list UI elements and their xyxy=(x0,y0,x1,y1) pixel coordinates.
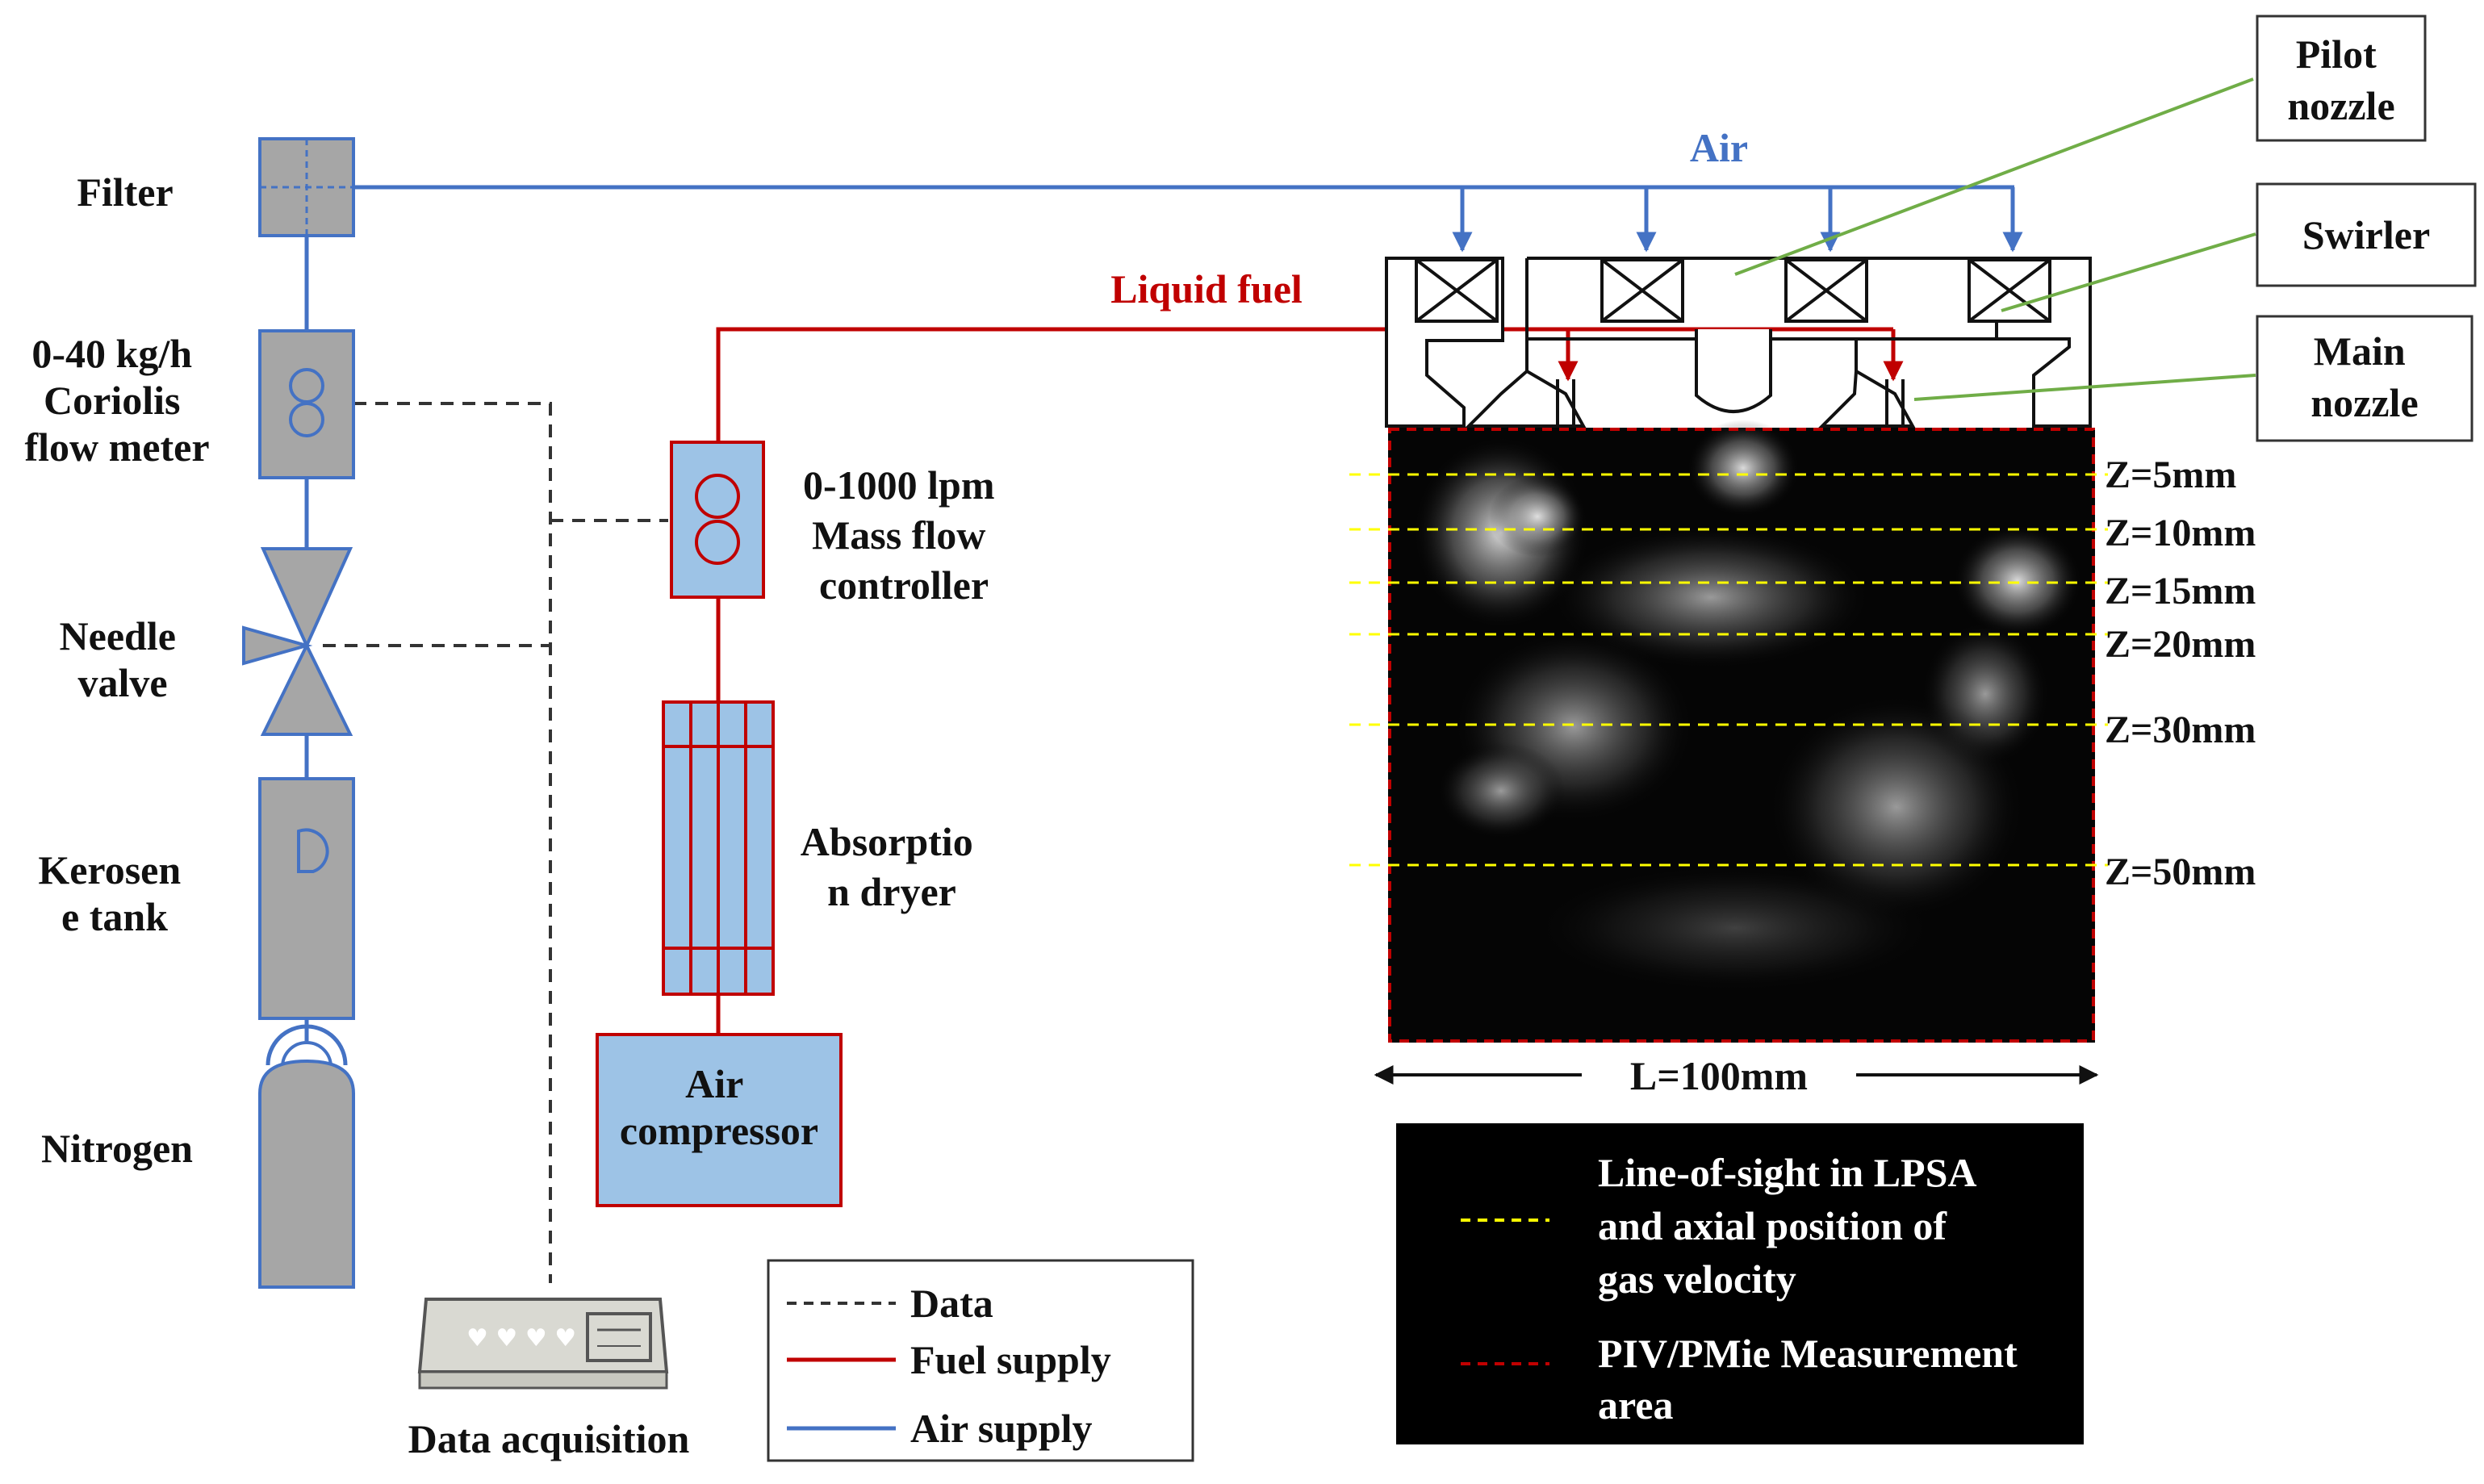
data-acquisition-icon: ♥ ♥ ♥ ♥ xyxy=(417,1298,669,1390)
filter xyxy=(258,137,355,237)
axial-position-labels: Z=5mm Z=10mm Z=15mm Z=20mm Z=30mm Z=50mm xyxy=(2105,454,2256,893)
air-supply-lines xyxy=(304,185,2023,1041)
spray-image xyxy=(1412,420,2082,993)
swirler-callout: Swirler xyxy=(2302,212,2430,257)
flow-meter-icon xyxy=(289,368,324,437)
width-label: L=100mm xyxy=(1630,1053,1808,1098)
z-label: Z=5mm xyxy=(2105,454,2236,496)
mass-flow-controller-label: 0-1000 lpm Mass flow controller xyxy=(803,462,1005,608)
air-compressor-label: Air compressor xyxy=(620,1061,818,1153)
needle-valve-icon xyxy=(242,547,353,736)
data-lines xyxy=(323,402,668,1283)
width-dimension: L=100mm xyxy=(1374,1053,2099,1098)
svg-text:♥ ♥ ♥ ♥: ♥ ♥ ♥ ♥ xyxy=(466,1324,576,1352)
z-label: Z=10mm xyxy=(2105,512,2256,554)
z-label: Z=30mm xyxy=(2105,709,2256,751)
absorption-dryer-label: Absorptio n dryer xyxy=(801,819,983,914)
filter-label: Filter xyxy=(77,169,173,215)
z-label: Z=20mm xyxy=(2105,623,2256,666)
dryer-icon xyxy=(662,700,775,996)
piv-legend-label: PIV/PMie Measurement area xyxy=(1598,1331,2027,1428)
measurement-area xyxy=(1388,420,2095,1043)
needle-valve-label: Needle valve xyxy=(60,613,186,705)
kerosene-tank xyxy=(258,777,355,1020)
legend-data: Data xyxy=(910,1281,993,1326)
mass-flow-controller-icon xyxy=(670,441,765,599)
los-legend-label: Line-of-sight in LPSA and axial position… xyxy=(1598,1150,1984,1302)
legend-air-supply: Air supply xyxy=(910,1406,1093,1451)
kerosene-tank-label: Kerosen e tank xyxy=(38,847,190,939)
callout-lines xyxy=(1734,77,2256,401)
air-flow-label: Air xyxy=(1690,125,1748,170)
legend-fuel-supply: Fuel supply xyxy=(910,1337,1111,1382)
z-label: Z=50mm xyxy=(2105,851,2256,893)
coriolis-label: 0-40 kg/h Coriolis flow meter xyxy=(24,331,209,470)
callout-boxes: Pilot nozzle Swirler Main nozzle xyxy=(2256,15,2477,442)
main-nozzle-callout: Main nozzle xyxy=(2310,328,2418,425)
z-label: Z=15mm xyxy=(2105,570,2256,612)
compressor-icon xyxy=(596,1033,843,1207)
data-acquisition-label: Data acquisition xyxy=(408,1416,690,1461)
tank-icon xyxy=(297,828,329,873)
pilot-nozzle-callout: Pilot nozzle xyxy=(2287,31,2394,128)
liquid-fuel-label: Liquid fuel xyxy=(1110,266,1303,311)
legend: Data Fuel supply Air supply xyxy=(767,1259,1194,1462)
swirler-icon xyxy=(1415,258,2051,323)
coriolis-flow-meter xyxy=(258,329,355,479)
axial-position-lines xyxy=(1349,473,2108,867)
gas-cylinder-icon xyxy=(258,1024,355,1289)
measurement-legend: Line-of-sight in LPSA and axial position… xyxy=(1396,1123,2084,1444)
nitrogen-label: Nitrogen xyxy=(41,1126,193,1171)
